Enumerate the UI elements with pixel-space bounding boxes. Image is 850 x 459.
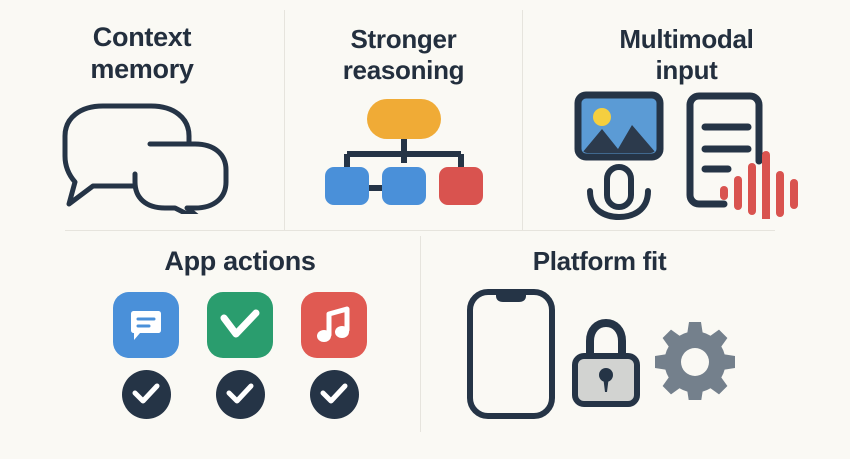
document-text-lines xyxy=(701,123,751,173)
padlock-shackle xyxy=(585,318,626,362)
panel-multimodal-input: Multimodal input xyxy=(523,6,850,230)
padlock-keyhole xyxy=(598,367,613,382)
status-check-3[interactable] xyxy=(309,369,359,419)
panel-title-platform-fit: Platform fit xyxy=(532,246,667,276)
stronger-reasoning-artwork xyxy=(319,97,489,207)
status-check-1[interactable] xyxy=(121,369,171,419)
audio-waveform-icon xyxy=(719,151,798,220)
divider-horizontal-middle xyxy=(65,230,775,231)
panel-context-memory: Context memory xyxy=(0,6,284,230)
tree-child-node-3 xyxy=(438,167,483,206)
phone-notch xyxy=(495,291,526,302)
gear-icon xyxy=(654,321,735,400)
divider-vertical-bottom xyxy=(420,236,421,432)
document-outline-top xyxy=(686,92,762,165)
multimodal-input-artwork xyxy=(574,91,800,221)
mountains-shape xyxy=(581,125,656,154)
phone-body xyxy=(466,288,555,419)
status-check-2[interactable] xyxy=(215,369,265,419)
music-app-tile[interactable] xyxy=(301,291,367,358)
messages-app-tile[interactable] xyxy=(113,291,179,358)
panel-app-actions: App actions xyxy=(60,234,420,456)
document-outline-bottom xyxy=(686,101,727,208)
sun-shape xyxy=(592,108,611,127)
status-check-slot-1 xyxy=(113,369,179,419)
divider-vertical-top-left xyxy=(284,10,285,230)
microphone-icon xyxy=(586,164,651,221)
speech-bubble-small-icon xyxy=(132,141,229,214)
status-check-slot-3 xyxy=(301,369,367,419)
checkmark-icon xyxy=(226,383,254,404)
panel-stronger-reasoning: Stronger reasoning xyxy=(285,6,522,230)
document-audio-icon xyxy=(686,92,798,220)
divider-vertical-top-right xyxy=(522,10,523,230)
tree-root-node xyxy=(366,99,441,140)
panel-title-stronger-reasoning: Stronger reasoning xyxy=(342,24,465,85)
platform-fit-artwork xyxy=(465,287,735,421)
smartphone-icon xyxy=(466,288,555,419)
speech-bubbles-icon xyxy=(62,103,229,214)
microphone-stand xyxy=(586,188,651,221)
tasks-app-tile[interactable] xyxy=(207,291,273,358)
checkmark-icon xyxy=(320,383,348,404)
panel-platform-fit: Platform fit xyxy=(421,234,778,456)
microphone-capsule xyxy=(603,164,634,211)
app-actions-artwork xyxy=(113,291,367,419)
music-note-icon xyxy=(317,306,350,342)
padlock-keyhole-stem xyxy=(602,375,609,392)
status-check-row xyxy=(113,369,367,419)
context-memory-artwork xyxy=(47,94,237,214)
padlock-icon xyxy=(571,318,640,407)
panel-title-multimodal-input: Multimodal input xyxy=(619,24,754,85)
checkmark-icon xyxy=(132,383,160,404)
tree-child-node-2 xyxy=(381,167,426,206)
panel-title-app-actions: App actions xyxy=(164,246,316,276)
panel-title-context-memory: Context memory xyxy=(90,22,194,84)
chat-bubble-icon xyxy=(131,310,161,340)
gear-center-hole xyxy=(680,347,709,376)
status-check-slot-2 xyxy=(207,369,273,419)
app-tile-row xyxy=(113,291,367,358)
image-icon xyxy=(574,91,663,161)
checkmark-icon xyxy=(220,309,260,338)
tree-child-node-1 xyxy=(324,167,369,206)
tree-diagram-icon xyxy=(324,99,483,206)
tree-connectors xyxy=(343,137,464,192)
